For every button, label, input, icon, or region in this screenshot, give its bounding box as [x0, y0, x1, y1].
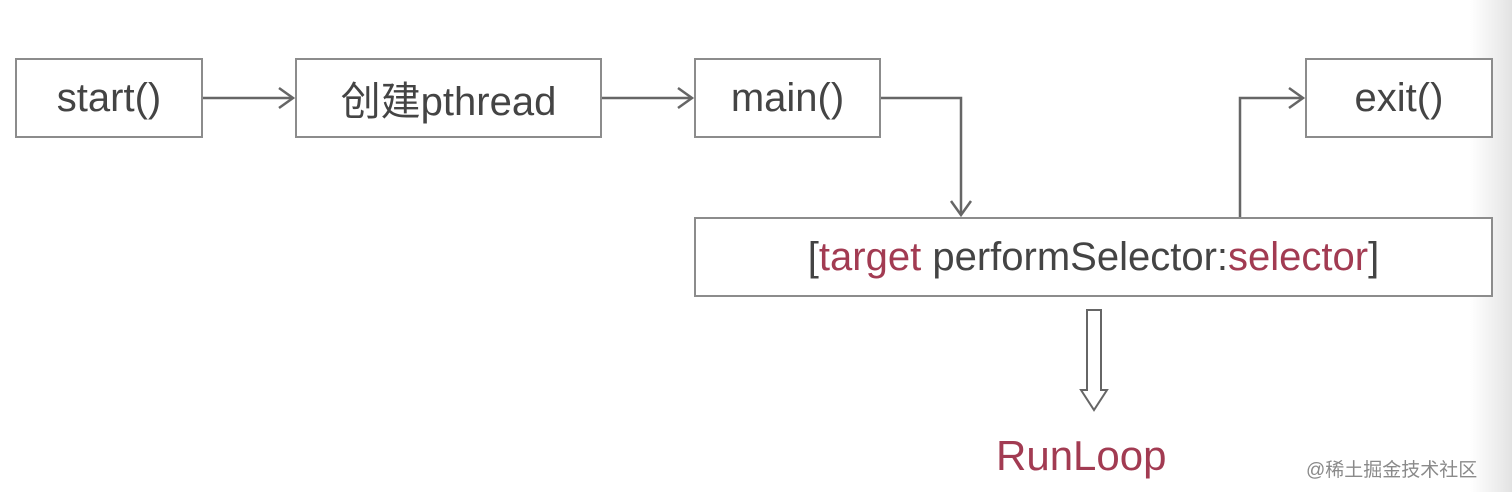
main-node: main()	[694, 58, 881, 138]
arrow-create-to-main	[602, 86, 695, 110]
create-pthread-node: 创建pthread	[295, 58, 602, 138]
main-label: main()	[730, 75, 845, 120]
arrow-main-to-perform	[881, 96, 973, 218]
runloop-label: RunLoop	[996, 432, 1167, 479]
arrow-perform-to-exit	[1238, 86, 1306, 217]
hollow-down-arrow-icon	[1079, 309, 1109, 412]
start-label: start()	[56, 75, 162, 120]
watermark: @稀土掘金技术社区	[1306, 460, 1478, 481]
perform-selector-node: [target performSelector:selector]	[694, 217, 1493, 297]
exit-node: exit()	[1305, 58, 1493, 138]
exit-label: exit()	[1354, 75, 1444, 120]
perform-close-bracket: ]	[1368, 234, 1380, 279]
perform-open-bracket: [	[807, 234, 819, 279]
arrow-start-to-create	[203, 86, 296, 110]
perform-target: target	[818, 234, 922, 279]
perform-selector: selector	[1228, 234, 1369, 279]
start-node: start()	[15, 58, 203, 138]
perform-method: performSelector:	[921, 234, 1228, 279]
create-pthread-label: 创建pthread	[340, 80, 557, 124]
